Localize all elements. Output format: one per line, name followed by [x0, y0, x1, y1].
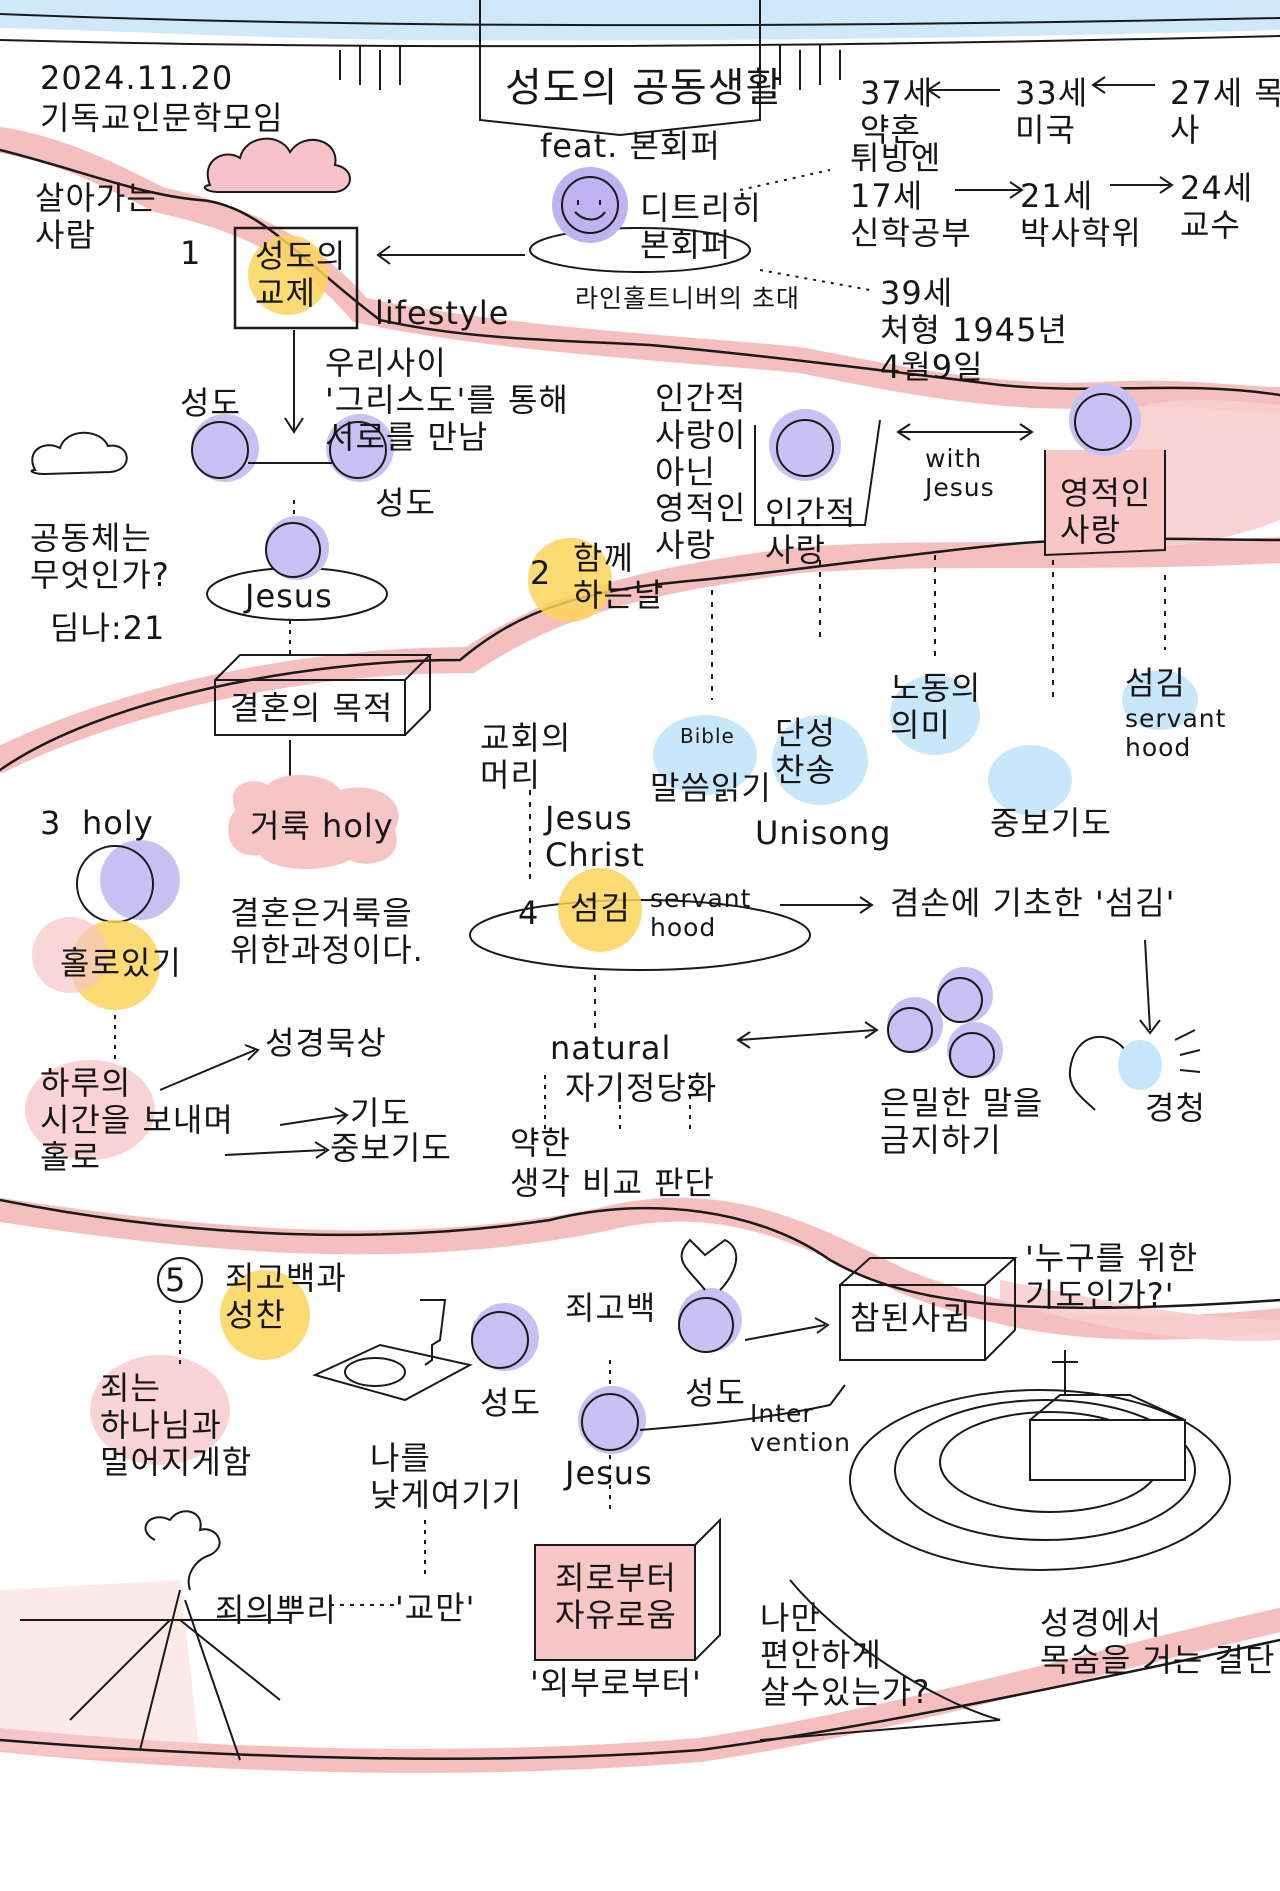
community-question: 공동체는 무엇인가? — [30, 520, 170, 594]
spiritual-love-label: 영적인 사랑 — [1060, 475, 1151, 549]
daily-time-label: 하루의 시간을 보내며 홀로 — [40, 1065, 234, 1175]
bible-book-icon: Bible — [680, 725, 735, 748]
verse-ref: 딤나:21 — [50, 610, 165, 647]
section4-title: 섬김 — [570, 890, 631, 927]
listening-label: 경청 — [1145, 1090, 1206, 1127]
sin-separates-label: 죄는 하나님과 멀어지게함 — [100, 1370, 252, 1480]
section3-number: 3 — [40, 805, 61, 842]
comfort-question-label: 나만 편안하게 살수있는가? — [760, 1600, 930, 1710]
saint-label-5a: 성도 — [480, 1385, 541, 1422]
true-fellowship-label: 참된사귐 — [850, 1300, 972, 1337]
section1-number: 1 — [180, 235, 201, 272]
intercession-label-2: 중보기도 — [330, 1130, 452, 1167]
human-love-label: 인간적 사랑 — [765, 495, 856, 569]
weakness-label: 약한 — [510, 1125, 571, 1162]
timeline-arrows — [0, 0, 1280, 400]
section2-title: 함께 하는날 — [573, 540, 664, 614]
servanthood-label: servant hood — [650, 885, 751, 943]
marriage-desc: 결혼은거룩을 위한과정이다. — [230, 895, 424, 969]
prayer-label: 기도 — [350, 1095, 411, 1132]
labor-meaning-label: 노동의 의미 — [890, 670, 981, 744]
section2-number: 2 — [530, 555, 551, 592]
lifestyle-label: lifestyle — [375, 295, 509, 332]
root-of-sin-label: 죄의뿌리 — [215, 1592, 337, 1629]
self-justification-label: 자기정당화 — [565, 1070, 717, 1107]
freedom-label: 죄로부터 자유로움 — [555, 1560, 677, 1634]
jesus-label-5: Jesus — [565, 1455, 653, 1492]
saint-right-label: 성도 — [375, 485, 436, 522]
humble-self-label: 나를 낮게여기기 — [370, 1440, 522, 1514]
confession-label: 죄고백 — [565, 1290, 656, 1327]
unisong-label: Unisong — [755, 815, 891, 852]
pride-label: '교만' — [395, 1590, 475, 1627]
meditation-label: 성경묵상 — [265, 1025, 387, 1062]
unison-singing-label: 단성 찬송 — [775, 715, 836, 789]
saint-left-label: 성도 — [180, 385, 241, 422]
compare-judge-label: 생각 비교 판단 — [510, 1165, 715, 1202]
marriage-purpose-label: 결혼의 목적 — [230, 690, 393, 727]
being-alone-label: 홀로있기 — [60, 945, 182, 982]
crowd-faces — [887, 967, 1003, 1078]
saint-label-5b: 성도 — [685, 1375, 746, 1412]
section5-title: 죄고백과 성찬 — [225, 1260, 347, 1334]
section1-title: 성도의 교제 — [255, 238, 346, 312]
intercession-label: 중보기도 — [990, 805, 1112, 842]
with-jesus-label: with Jesus — [925, 445, 995, 503]
jesus-christ-label: Jesus Christ — [545, 800, 645, 874]
prayer-question-label: '누구를 위한 기도인가?' — [1025, 1240, 1198, 1314]
humility-serving-label: 겸손에 기초한 '섬김' — [890, 885, 1175, 922]
church-spiral — [850, 1350, 1230, 1570]
bible-decision-label: 성경에서 목숨을 거는 결단! — [1040, 1605, 1280, 1679]
section4-number: 4 — [518, 895, 539, 932]
natural-label: natural — [550, 1030, 671, 1067]
church-head-label: 교회의 머리 — [480, 720, 571, 794]
forbid-gossip-label: 은밀한 말을 금지하기 — [880, 1085, 1043, 1159]
through-christ-label: 우리사이 '그리스도'를 통해 서로를 만남 — [325, 345, 569, 455]
holy-label: 거룩 holy — [250, 808, 394, 845]
intervention-label: Inter vention — [750, 1400, 851, 1458]
section5-number: 5 — [165, 1262, 186, 1299]
serving-label: 섬김 — [1125, 665, 1186, 702]
exterior-label: '외부로부터' — [530, 1665, 702, 1702]
bible-reading-label: 말씀읽기 — [650, 770, 772, 807]
not-human-love-label: 인간적 사랑이 아닌 영적인 사랑 — [655, 380, 746, 564]
section3-title: holy — [82, 805, 154, 842]
jesus-label-1: Jesus — [245, 578, 333, 615]
servanthood-label-2: servant hood — [1125, 705, 1226, 763]
